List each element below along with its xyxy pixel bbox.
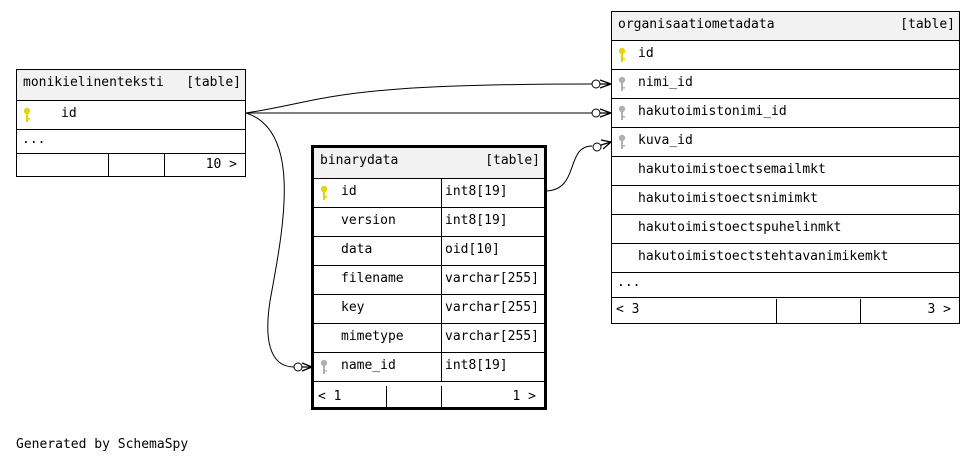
column-row-data[interactable]: data oid[10]: [314, 237, 544, 266]
column-type: varchar[255]: [445, 329, 539, 344]
table-header: monikielinenteksti [table]: [17, 70, 245, 101]
column-name: kuva_id: [638, 133, 693, 148]
more-columns-row: ...: [17, 130, 245, 154]
column-name: key: [341, 300, 365, 315]
table-monikielinenteksti[interactable]: monikielinenteksti [table] id ... 10 >: [16, 69, 246, 177]
table-header: binarydata [table]: [314, 148, 544, 179]
table-header: organisaatiometadata [table]: [612, 12, 959, 41]
table-kind: [table]: [900, 17, 955, 32]
child-count[interactable]: 1 >: [512, 389, 536, 404]
crow-foot-nimi: [599, 79, 613, 89]
column-row-nimi-id[interactable]: nimi_id: [612, 70, 959, 99]
table-footer: < 3 3 >: [612, 299, 959, 323]
column-name: hakutoimistoectsnimimkt: [638, 191, 819, 206]
primary-key-icon: [618, 47, 626, 62]
column-name: id: [341, 184, 357, 199]
table-name: binarydata: [320, 153, 399, 168]
crow-foot-hakutoimistonimi: [599, 108, 613, 118]
child-count[interactable]: 10 >: [205, 157, 237, 172]
crow-foot-kuva: [600, 139, 613, 150]
column-name: id: [61, 106, 77, 121]
more-columns: ...: [22, 132, 46, 147]
column-row-id[interactable]: id: [17, 101, 245, 130]
generated-by-credit: Generated by SchemaSpy: [16, 437, 189, 452]
edge-name-id-to-monikielinenteksti: [245, 112, 295, 368]
more-columns-row: ...: [612, 273, 959, 298]
table-binarydata[interactable]: binarydata [table] id int8[19] version i…: [311, 145, 547, 410]
column-row-hakutoimistoectsnimimkt[interactable]: hakutoimistoectsnimimkt: [612, 186, 959, 215]
column-name: filename: [341, 271, 404, 286]
column-row-filename[interactable]: filename varchar[255]: [314, 266, 544, 295]
column-name: mimetype: [341, 329, 404, 344]
more-columns: ...: [617, 275, 641, 290]
column-row-key[interactable]: key varchar[255]: [314, 295, 544, 324]
edge-nimi-id-to-monikielinenteksti: [245, 83, 593, 114]
column-row-hakutoimistoectstehtavanimikemkt[interactable]: hakutoimistoectstehtavanimikemkt: [612, 244, 959, 273]
parent-count[interactable]: < 3: [616, 302, 640, 317]
column-row-id[interactable]: id int8[19]: [314, 179, 544, 208]
parent-count[interactable]: < 1: [318, 389, 342, 404]
column-name: version: [341, 213, 396, 228]
column-name: nimi_id: [638, 75, 693, 90]
crow-foot-circle-nimi: [591, 79, 601, 89]
column-row-hakutoimistonimi-id[interactable]: hakutoimistonimi_id: [612, 99, 959, 128]
column-row-version[interactable]: version int8[19]: [314, 208, 544, 237]
crow-foot-circle-name-id: [293, 362, 303, 372]
column-type: varchar[255]: [445, 271, 539, 286]
table-name: monikielinenteksti: [23, 75, 164, 90]
column-row-name-id[interactable]: name_id int8[19]: [314, 353, 544, 382]
column-row-hakutoimistoectsemailmkt[interactable]: hakutoimistoectsemailmkt: [612, 157, 959, 186]
edge-kuva-id-to-binarydata: [544, 145, 593, 192]
table-kind: [table]: [485, 153, 540, 168]
foreign-key-icon: [618, 134, 626, 149]
column-row-mimetype[interactable]: mimetype varchar[255]: [314, 324, 544, 353]
foreign-key-icon: [618, 76, 626, 91]
foreign-key-icon: [618, 105, 626, 120]
table-footer: 10 >: [17, 154, 245, 176]
column-name: hakutoimistoectsemailmkt: [638, 162, 826, 177]
column-type: int8[19]: [445, 184, 508, 199]
column-row-kuva-id[interactable]: kuva_id: [612, 128, 959, 157]
column-name: hakutoimistoectspuhelinmkt: [638, 220, 842, 235]
child-count[interactable]: 3 >: [927, 302, 951, 317]
table-name: organisaatiometadata: [618, 17, 775, 32]
column-name: name_id: [341, 358, 396, 373]
column-name: id: [638, 46, 654, 61]
table-organisaatiometadata[interactable]: organisaatiometadata [table] id nimi_id: [611, 11, 960, 324]
column-type: varchar[255]: [445, 300, 539, 315]
table-footer: < 1 1 >: [314, 386, 544, 407]
column-type: oid[10]: [445, 242, 500, 257]
column-row-id[interactable]: id: [612, 41, 959, 70]
primary-key-icon: [320, 185, 328, 200]
crow-foot-circle-hakutoimistonimi: [591, 108, 601, 118]
column-name: hakutoimistonimi_id: [638, 104, 787, 119]
column-name: hakutoimistoectstehtavanimikemkt: [638, 249, 889, 264]
table-kind: [table]: [186, 75, 241, 90]
column-name: data: [341, 242, 373, 257]
column-type: int8[19]: [445, 358, 508, 373]
foreign-key-icon: [320, 359, 328, 374]
crow-foot-circle-kuva: [592, 142, 602, 152]
primary-key-icon: [23, 107, 31, 122]
column-row-hakutoimistoectspuhelinmkt[interactable]: hakutoimistoectspuhelinmkt: [612, 215, 959, 244]
column-type: int8[19]: [445, 213, 508, 228]
